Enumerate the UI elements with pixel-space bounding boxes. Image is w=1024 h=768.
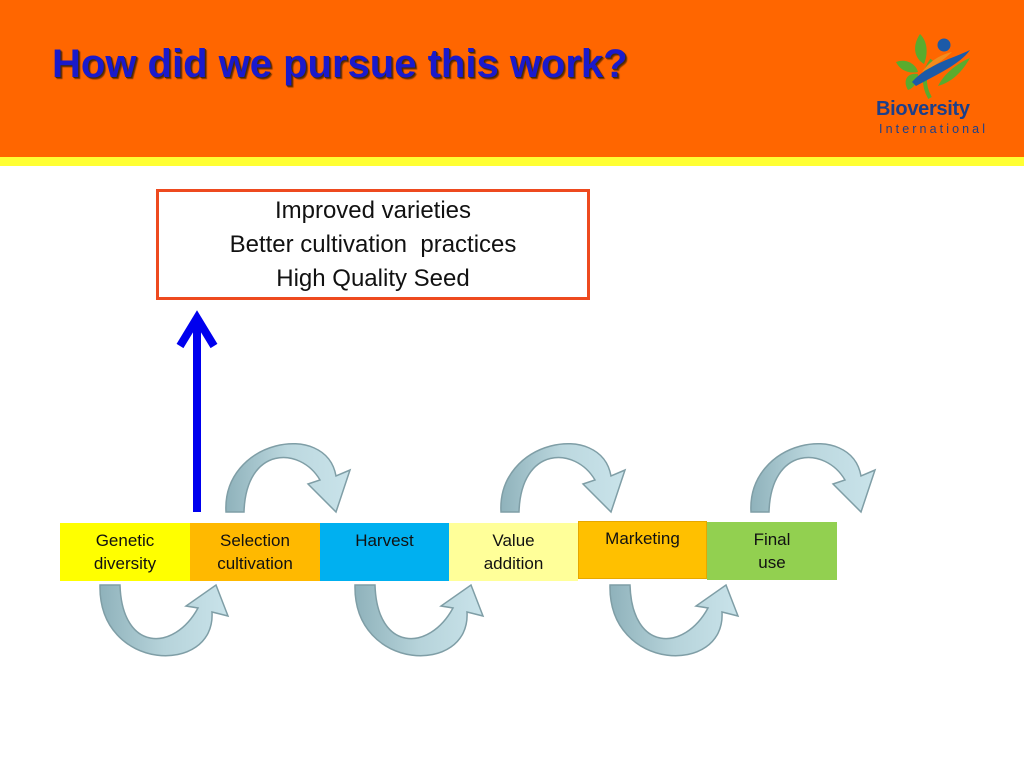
stage-box-5: Marketing <box>578 521 707 579</box>
logo-figure-head <box>937 38 951 52</box>
stage-label: Marketing <box>605 529 680 548</box>
logo-leaf-lower <box>905 73 918 90</box>
logo-subtitle: International <box>879 122 989 136</box>
header-stripe <box>0 157 1024 166</box>
stage-box-2: Selection cultivation <box>190 523 320 581</box>
cycle-arrow-bottom-1 <box>99 583 230 657</box>
upward-arrow-head <box>176 310 218 349</box>
header-bar <box>0 0 1024 157</box>
stage-label: Harvest <box>355 531 414 550</box>
slide-title: How did we pursue this work? <box>52 42 628 86</box>
outcome-line-practices: Better cultivation practices <box>229 230 517 258</box>
stage-box-6: Final use <box>707 522 837 580</box>
cycle-arrow-bottom-3 <box>609 583 740 657</box>
outcome-line-varieties: Improved varieties <box>274 196 472 224</box>
stage-label: Value addition <box>483 531 544 573</box>
stage-label: Genetic diversity <box>93 531 157 573</box>
stage-label: Final use <box>753 530 791 572</box>
logo-wordmark: Bioversity <box>876 98 970 120</box>
logo-figure-swoosh-orange <box>922 52 952 72</box>
stage-label: Selection cultivation <box>217 531 293 573</box>
cycle-arrows <box>99 443 877 657</box>
logo-leaf-left <box>896 60 918 73</box>
outcome-line-seed: High Quality Seed <box>276 264 470 292</box>
logo-figure-swoosh-blue <box>912 50 970 86</box>
stage-box-1: Genetic diversity <box>60 523 190 581</box>
stage-box-4: Value addition <box>449 523 578 581</box>
logo-leaf-top <box>915 34 927 64</box>
upward-arrow <box>176 310 218 512</box>
logo-leaf-right <box>938 58 970 86</box>
cycle-arrow-top-1 <box>225 443 352 514</box>
stage-box-3: Harvest <box>320 523 449 581</box>
outcome-box: Improved varieties Better cultivation pr… <box>156 189 590 300</box>
cycle-arrow-top-2 <box>500 443 627 514</box>
cycle-arrow-top-3 <box>750 443 877 514</box>
bioversity-logo-icon <box>896 34 970 99</box>
cycle-arrow-bottom-2 <box>354 583 485 657</box>
